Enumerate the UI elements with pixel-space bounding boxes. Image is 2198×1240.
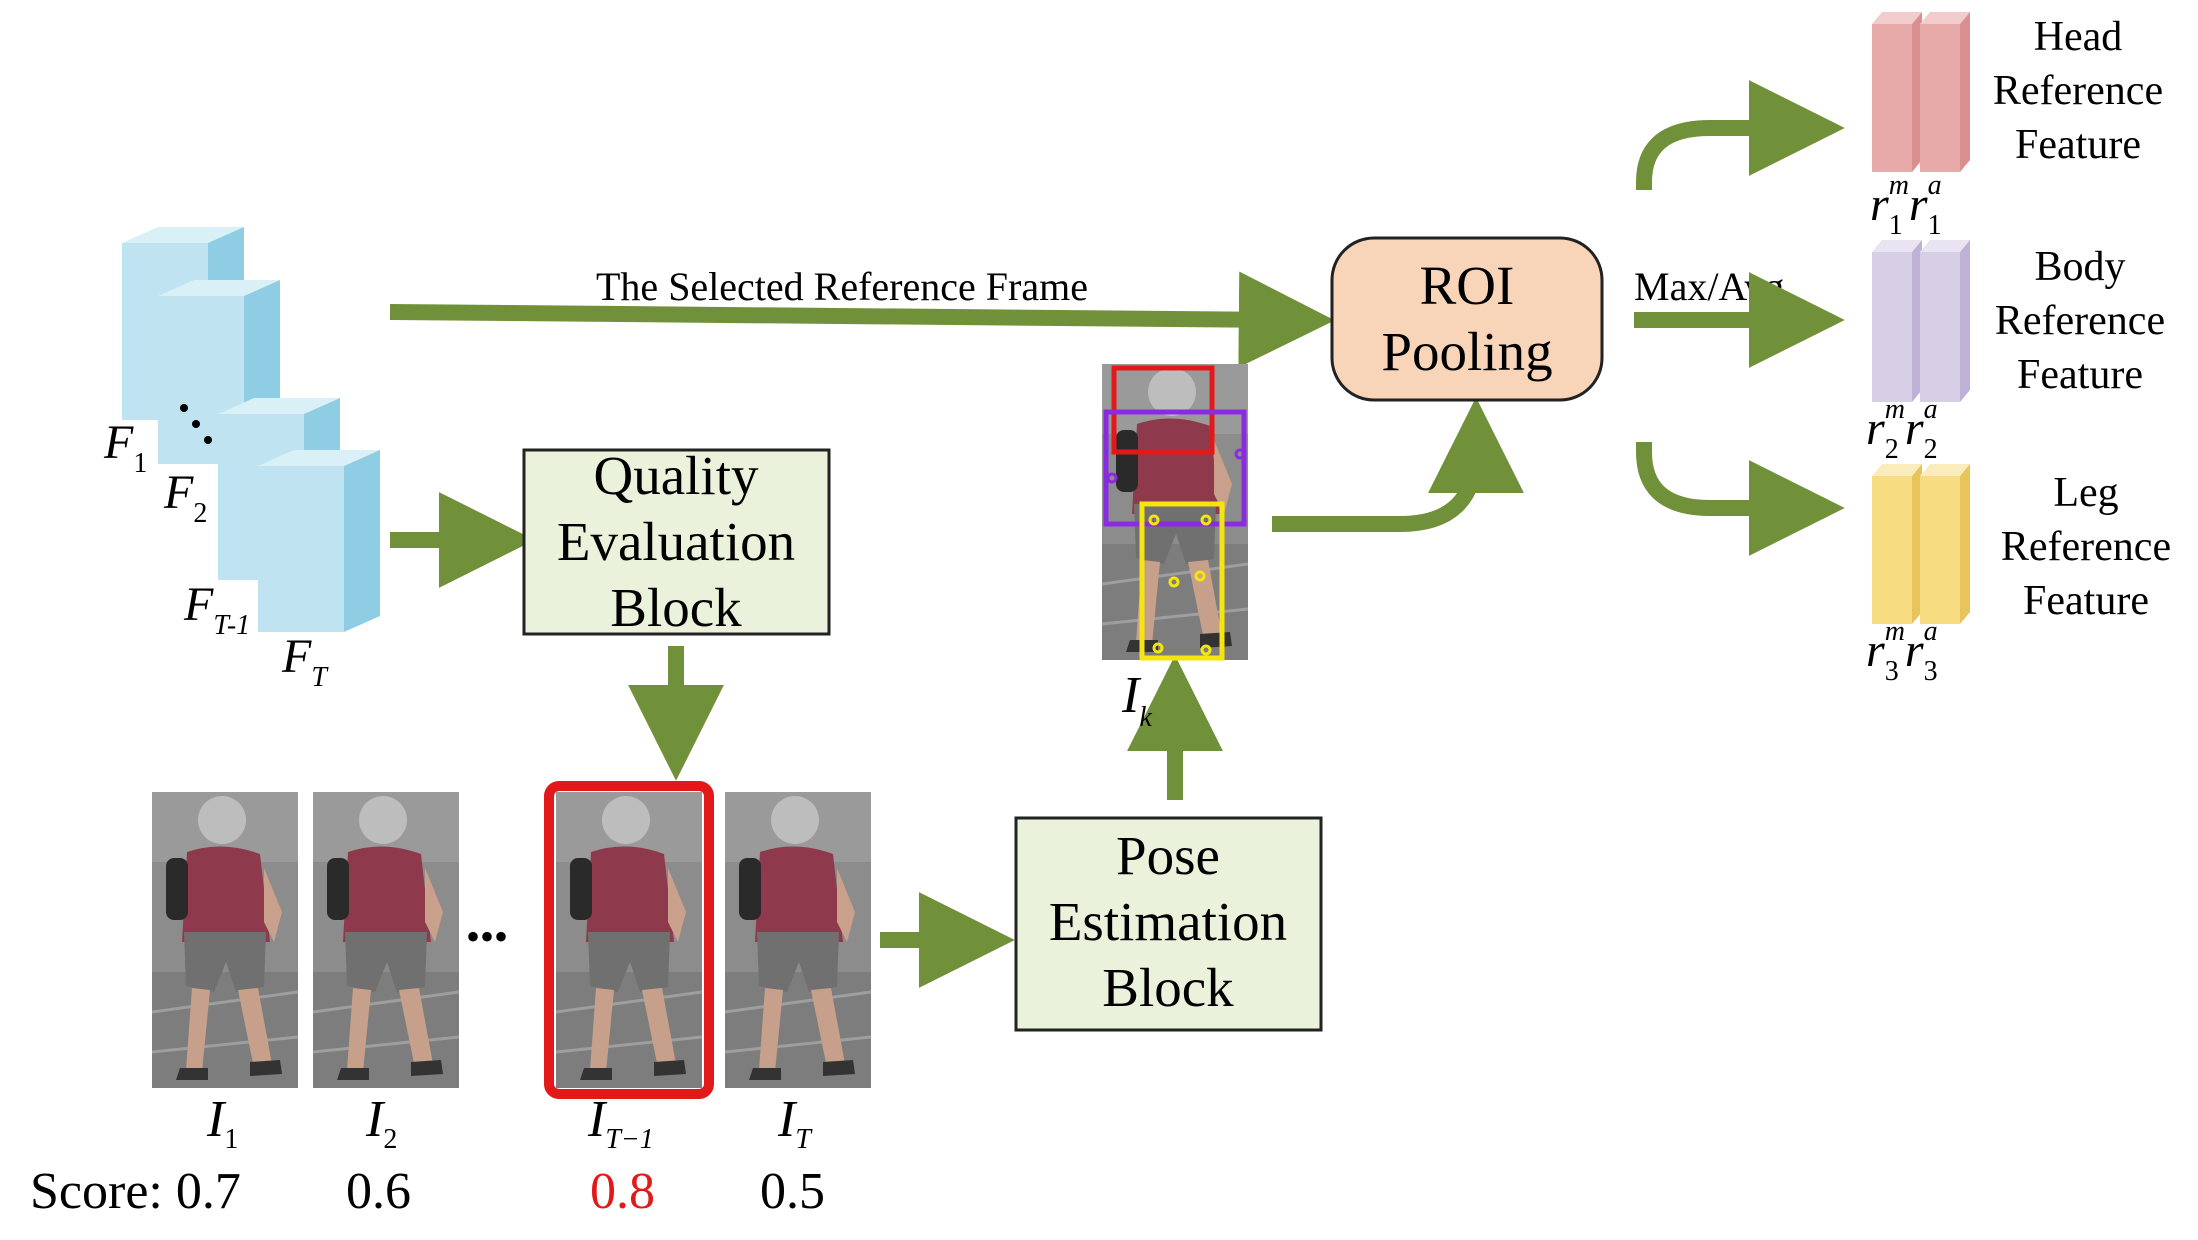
quality-evaluation-block: Quality Evaluation Block	[522, 445, 831, 638]
frame-label-t-1: FT-1	[183, 578, 250, 641]
score-2: 0.6	[346, 1163, 411, 1220]
head-reference-feature	[1872, 12, 1970, 172]
image-sequence: ••• I1 I2 IT−1 IT Score: 0.7 0.6 0.8 0.5	[30, 781, 871, 1220]
leg-reference-feature	[1872, 464, 1970, 624]
sequence-ellipsis: •••	[466, 914, 508, 959]
selected-image-label: Ik	[1121, 667, 1152, 733]
reference-frame-arrow	[389, 271, 1335, 368]
quality-line-3: Block	[610, 577, 742, 638]
selected-frame-highlight	[544, 781, 714, 1099]
leg-keypoints	[1148, 514, 1212, 656]
body-keypoints	[1106, 448, 1246, 484]
frame-stack: F1 F2 FT-1 FT	[103, 227, 380, 693]
image-2	[313, 792, 459, 1088]
quality-line-1: Quality	[594, 445, 759, 506]
frame-t	[258, 450, 380, 632]
frame-ellipsis	[180, 404, 212, 444]
body-reference-feature	[1872, 240, 1970, 402]
roi-pooling-block: ROI Pooling	[1330, 236, 1604, 402]
leg-title-line-2: Reference	[2001, 524, 2171, 570]
image-label-1: I1	[206, 1091, 238, 1155]
body-title-line-2: Reference	[1995, 298, 2165, 344]
head-feature-title: Head Reference Feature	[1993, 14, 2163, 168]
image-label-t-1: IT−1	[587, 1091, 654, 1155]
pose-line-1: Pose	[1116, 825, 1220, 886]
score-t: 0.5	[760, 1163, 825, 1220]
image-label-2: I2	[365, 1091, 397, 1155]
image-t-1	[556, 792, 702, 1088]
leg-title-line-1: Leg	[2053, 470, 2118, 516]
quality-line-2: Evaluation	[557, 511, 795, 572]
body-region-box	[1103, 409, 1247, 527]
frame-label-1: F1	[103, 416, 147, 479]
head-title-line-1: Head	[2034, 14, 2123, 60]
selected-image	[1102, 364, 1248, 660]
head-title-line-3: Feature	[2015, 122, 2141, 168]
roi-to-head-arrow	[1636, 80, 1845, 190]
body-feature-label: r2mr2a	[1866, 394, 1938, 465]
pose-estimation-block: Pose Estimation Block	[1014, 816, 1323, 1032]
roi-line-1: ROI	[1420, 255, 1515, 316]
roi-line-2: Pooling	[1381, 321, 1552, 382]
frame-label-t: FT	[281, 630, 329, 693]
score-1: Score: 0.7	[30, 1163, 241, 1220]
image-label-t: IT	[777, 1091, 813, 1155]
max-avg-label: Max/Avg	[1634, 264, 1784, 309]
image-1	[152, 792, 298, 1088]
image-t	[725, 792, 871, 1088]
selected-to-roi-arrow	[1272, 397, 1524, 532]
score-t-1: 0.8	[590, 1163, 655, 1220]
head-feature-label: r1mr1a	[1870, 170, 1942, 241]
body-title-line-3: Feature	[2017, 352, 2143, 398]
selected-image-with-parts: Ik	[1102, 364, 1248, 733]
leg-feature-title: Leg Reference Feature	[2001, 470, 2171, 624]
leg-feature-label: r3mr3a	[1866, 616, 1938, 687]
body-title-line-1: Body	[2034, 244, 2125, 290]
body-feature-title: Body Reference Feature	[1995, 244, 2165, 398]
reference-frame-label: The Selected Reference Frame	[596, 264, 1088, 309]
leg-region-box	[1139, 501, 1225, 661]
frame-label-2: F2	[163, 466, 207, 529]
head-title-line-2: Reference	[1993, 68, 2163, 114]
pose-line-2: Estimation	[1049, 891, 1287, 952]
roi-to-leg-arrow	[1636, 442, 1845, 556]
leg-title-line-3: Feature	[2023, 578, 2149, 624]
pose-line-3: Block	[1102, 957, 1234, 1018]
